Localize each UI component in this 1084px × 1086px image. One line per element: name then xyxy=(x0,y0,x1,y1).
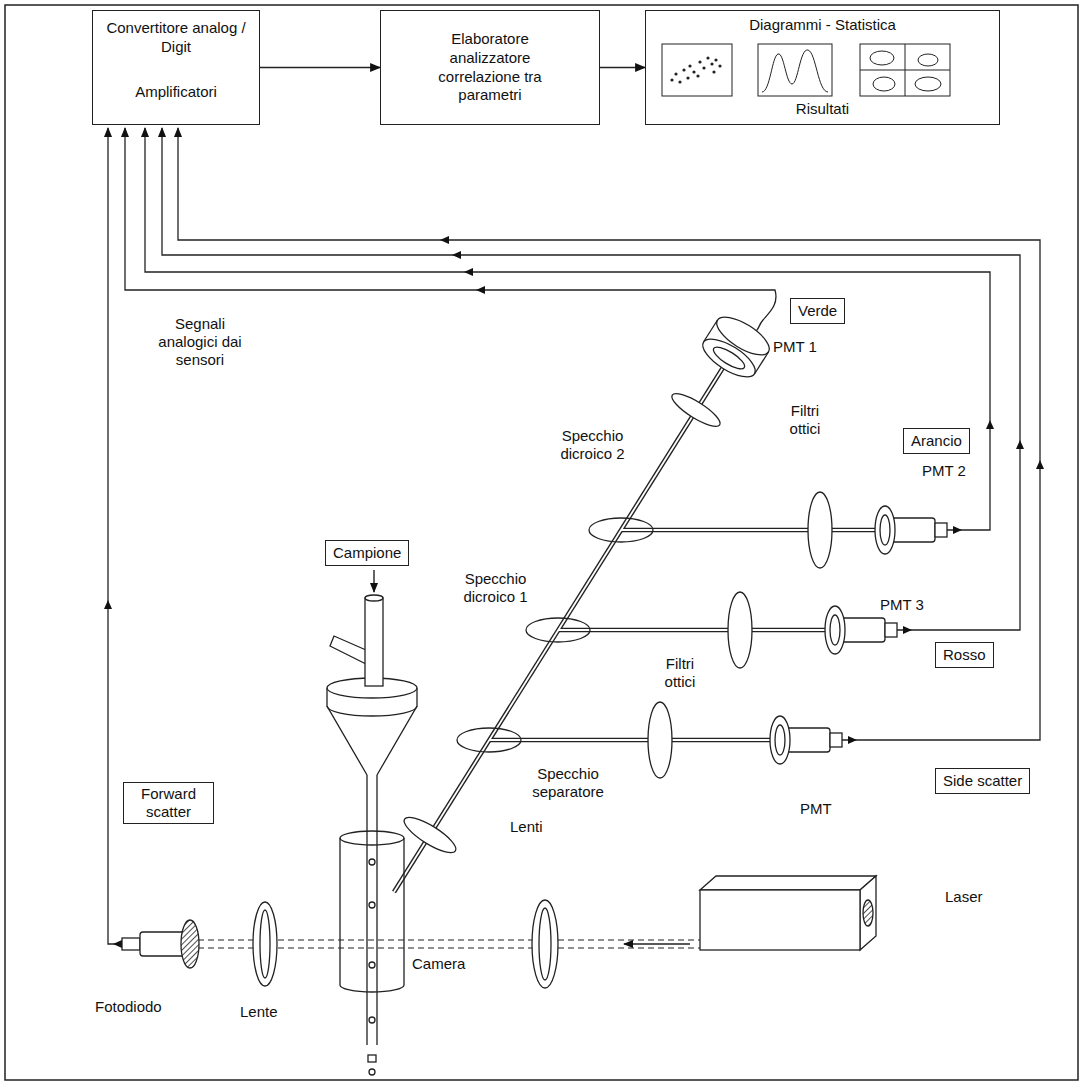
part-label: Fotodiodo xyxy=(95,998,162,1016)
channel-tag: Arancio xyxy=(903,428,970,454)
flow-arrow xyxy=(260,67,380,69)
channel-tag: Verde xyxy=(790,298,845,324)
photodiode xyxy=(122,920,199,968)
sample-injector xyxy=(327,595,417,775)
light-beams xyxy=(394,358,885,892)
part-label: PMT 1 xyxy=(773,338,817,356)
box-text: Campione xyxy=(333,543,401,563)
mirrors xyxy=(457,518,653,752)
channel-tag: Forward scatter xyxy=(123,782,214,824)
channel-tag: Rosso xyxy=(935,642,994,668)
part-label: Filtri ottici xyxy=(775,402,835,438)
part-label: Specchio dicroico 2 xyxy=(545,427,640,463)
beam-direction xyxy=(624,943,690,944)
processor-box: Elaboratore analizzatore correlazione tr… xyxy=(380,10,600,125)
result-icons xyxy=(662,44,950,96)
box-text: Convertitore analog / Digit xyxy=(101,19,251,57)
part-label: Laser xyxy=(945,888,983,906)
results-box: Diagrammi - StatisticaRisultati xyxy=(645,10,1000,125)
box-text: Forward scatter xyxy=(131,785,206,821)
signal-wires xyxy=(108,128,1040,944)
lenses xyxy=(253,900,558,988)
part-label: PMT xyxy=(800,800,832,818)
part-label: Filtri ottici xyxy=(650,655,710,691)
box-subtext: Risultati xyxy=(654,100,991,119)
converter-box: Convertitore analog / DigitAmplificatori xyxy=(92,10,260,125)
part-label: Camera xyxy=(412,955,465,973)
signal-arrowheads xyxy=(104,236,1044,948)
optical-filters xyxy=(400,388,832,858)
box-text: Verde xyxy=(798,301,837,321)
flow-chamber xyxy=(340,775,404,1075)
part-label: PMT 3 xyxy=(880,596,924,614)
box-subtext: Amplificatori xyxy=(101,83,251,102)
flow-arrow xyxy=(600,67,645,69)
part-label: Segnali analogici dai sensori xyxy=(150,315,250,369)
box-text: Diagrammi - Statistica xyxy=(654,16,991,35)
part-label: Lenti xyxy=(510,818,543,836)
box-text: Arancio xyxy=(911,431,962,451)
box-text: Elaboratore analizzatore correlazione tr… xyxy=(425,30,555,105)
photomultipliers xyxy=(697,310,947,764)
sample-arrow xyxy=(373,570,374,592)
sample-tag: Campione xyxy=(325,540,409,566)
part-label: Specchio dicroico 1 xyxy=(448,570,543,606)
part-label: PMT 2 xyxy=(922,462,966,480)
channel-tag: Side scatter xyxy=(935,768,1030,794)
laser xyxy=(700,876,876,950)
frame xyxy=(5,5,1078,1080)
part-label: Lente xyxy=(240,1003,278,1021)
box-text: Rosso xyxy=(943,645,986,665)
part-label: Specchio separatore xyxy=(518,765,618,801)
box-text: Side scatter xyxy=(943,771,1022,791)
